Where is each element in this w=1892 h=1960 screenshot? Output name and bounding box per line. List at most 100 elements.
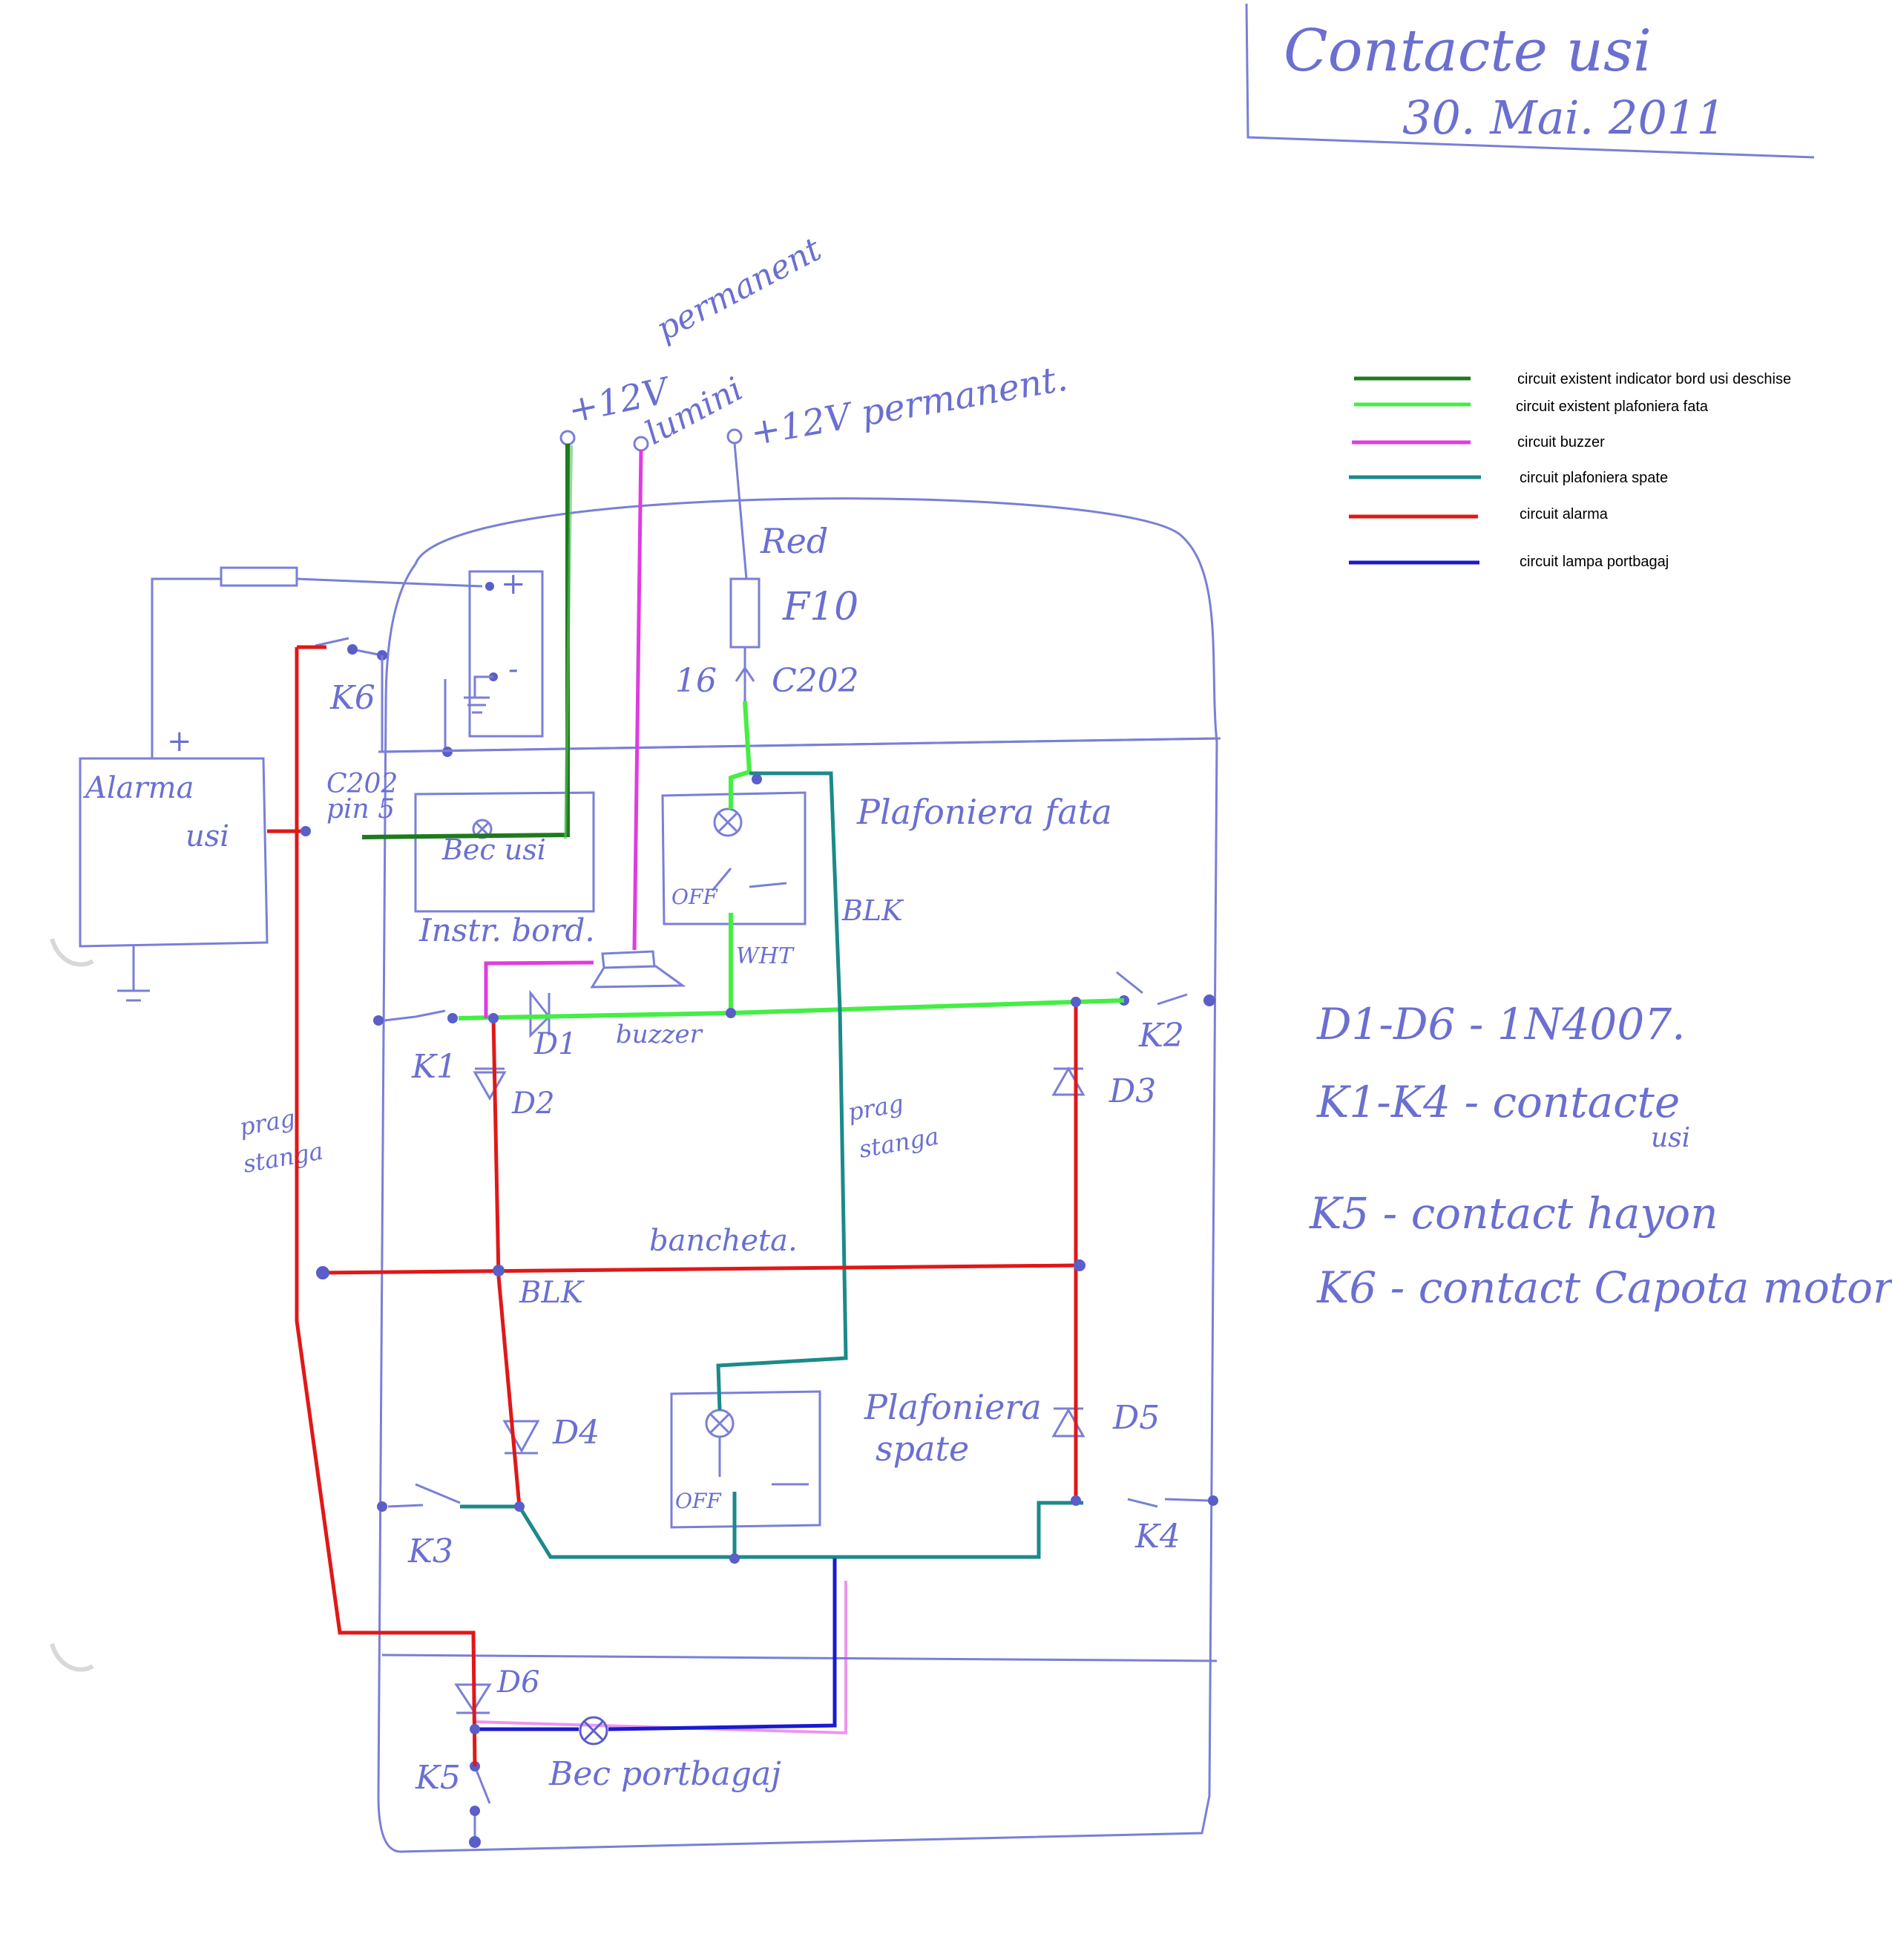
switch-k5-contact-2 — [470, 1806, 480, 1816]
switch-k2 — [1116, 971, 1188, 1006]
note-k1k4: K1-K4 - contacte — [1316, 1077, 1680, 1127]
alarm-outline — [79, 757, 269, 948]
note-diodes: D1-D6 - 1N4007. — [1316, 999, 1686, 1049]
switch-k3-contact — [377, 1501, 387, 1512]
wire-buzzer-feed — [632, 449, 643, 951]
label-bec-portbagaj: Bec portbagaj — [548, 1755, 781, 1793]
switch-k1-contact — [373, 1015, 384, 1026]
legend-label-alarma: circuit alarma — [1520, 506, 1609, 522]
label-k1: K1 — [411, 1048, 457, 1086]
diode-d1 — [529, 989, 551, 1038]
plafon-spate-lamp-cross — [709, 1412, 731, 1435]
junction-d3-top — [1071, 997, 1081, 1007]
junction-plafon-spate — [729, 1553, 740, 1564]
wire-alarma-bancheta — [318, 1263, 1080, 1275]
label-c202-pin: 16 — [675, 662, 717, 700]
label-prag-left-a: prag — [237, 1104, 298, 1141]
plafon-fata-switch — [711, 868, 787, 891]
circuit-plafon-spate-teal — [460, 771, 1083, 1559]
wire-to-fuse — [733, 442, 748, 580]
wire-door-bus — [458, 998, 1125, 1020]
label-f10: F10 — [782, 585, 858, 629]
trunk-line — [381, 1653, 1218, 1662]
label-d2: D2 — [511, 1086, 555, 1121]
punch-hole-2 — [50, 1643, 94, 1672]
alarm-box: Alarma usi + — [79, 566, 483, 1002]
junction-plafon-fata — [752, 774, 762, 784]
diode-d2 — [473, 1067, 507, 1101]
label-plafon-spate-a: Plafoniera — [864, 1387, 1042, 1427]
notes: D1-D6 - 1N4007. K1-K4 - contacte usi K5 … — [1309, 999, 1892, 1313]
label-k6: K6 — [329, 679, 375, 717]
label-k2: K2 — [1138, 1017, 1184, 1055]
label-k5: K5 — [415, 1759, 461, 1797]
label-wht: WHT — [736, 943, 795, 969]
wire-plafon-spate-feed — [716, 771, 848, 1411]
junctions — [300, 774, 1085, 1734]
label-prag-right-a: prag — [846, 1089, 906, 1127]
bec-portbagaj-lamp — [579, 1716, 608, 1746]
label-k4: K4 — [1134, 1518, 1180, 1556]
diode-d4 — [502, 1420, 540, 1455]
junction-bancheta-left — [316, 1266, 329, 1279]
switch-k4 — [1127, 1498, 1210, 1508]
junction-k3 — [514, 1501, 525, 1512]
label-d4: D4 — [552, 1414, 600, 1452]
terminal-lumini — [633, 436, 649, 452]
wire-alarma-main — [295, 647, 477, 1767]
terminal-12v-permanent — [726, 428, 743, 445]
wire-indicator — [361, 444, 570, 839]
battery-minus-label: - — [508, 652, 519, 686]
note-k6: K6 - contact Capota motor. — [1316, 1262, 1892, 1313]
legend: circuit existent indicator bord usi desc… — [1349, 371, 1791, 570]
wire-plafon-fata-feed — [729, 701, 752, 809]
label-d6: D6 — [496, 1665, 540, 1700]
title-line-1: Contacte usi — [1284, 18, 1652, 85]
diode-d3 — [1051, 1066, 1085, 1096]
plafon-fata-outline — [661, 791, 807, 925]
title-line-2: 30. Mai. 2011 — [1402, 91, 1726, 145]
connector-c202-arrow — [735, 666, 755, 682]
supply-terminals: +12V lumini permanent +12V permanent. — [559, 230, 1071, 454]
instrument-outline — [414, 791, 595, 913]
buzzer-group: buzzer — [590, 950, 703, 1049]
switch-k3 — [387, 1483, 461, 1508]
legend-label-plafon-fata: circuit existent plafoniera fata — [1516, 399, 1709, 415]
title-frame — [1245, 3, 1815, 159]
car-outline — [377, 497, 1221, 1853]
plafon-fata-lamp — [713, 807, 743, 837]
label-c202: C202 — [772, 662, 859, 700]
terminal-12v — [559, 430, 576, 446]
switch-k1-contact-2 — [447, 1013, 458, 1023]
note-k5: K5 - contact hayon — [1309, 1188, 1718, 1239]
car-body-outline — [377, 497, 1218, 1853]
label-bec-usi: Bec usi — [441, 833, 546, 866]
battery-box: + - — [442, 567, 544, 757]
junction-buzzer — [726, 1008, 736, 1018]
label-c202-pin5-b: pin 5 — [326, 794, 395, 825]
instrument-box: Bec usi Instr. bord. C202 pin 5 — [326, 769, 595, 948]
switch-k4-contact — [1208, 1495, 1218, 1506]
diodes: D1 D2 D3 D4 D5 D6 — [454, 989, 1160, 1714]
title-block: Contacte usi 30. Mai. 2011 — [1245, 3, 1815, 159]
switch-k5-contact-3 — [469, 1836, 481, 1848]
battery-outline — [468, 570, 544, 738]
fuse-f10-group: Red F10 16 C202 — [675, 442, 859, 701]
ground-symbol — [464, 675, 493, 714]
alarm-plus-label: + — [167, 724, 192, 758]
alarm-ground — [117, 946, 150, 1002]
wire-portbagaj — [476, 1559, 837, 1731]
label-c202-pin5-a: C202 — [326, 769, 398, 799]
label-d1: D1 — [533, 1027, 577, 1061]
junction-alarm-out — [300, 826, 311, 836]
switches: K6 K1 K2 K3 K4 K5 — [315, 637, 1218, 1848]
wire-k6-to-body — [381, 655, 1218, 753]
legend-label-portbagaj: circuit lampa portbagaj — [1520, 554, 1669, 570]
label-d5: D5 — [1112, 1399, 1160, 1437]
circuit-portbagaj-blue — [476, 1559, 837, 1746]
alarm-label-usi: usi — [185, 819, 229, 853]
bec-portbagaj-lamp-cross — [582, 1720, 605, 1742]
label-bancheta: bancheta. — [649, 1224, 798, 1258]
plafon-fata-off: OFF — [671, 885, 718, 909]
